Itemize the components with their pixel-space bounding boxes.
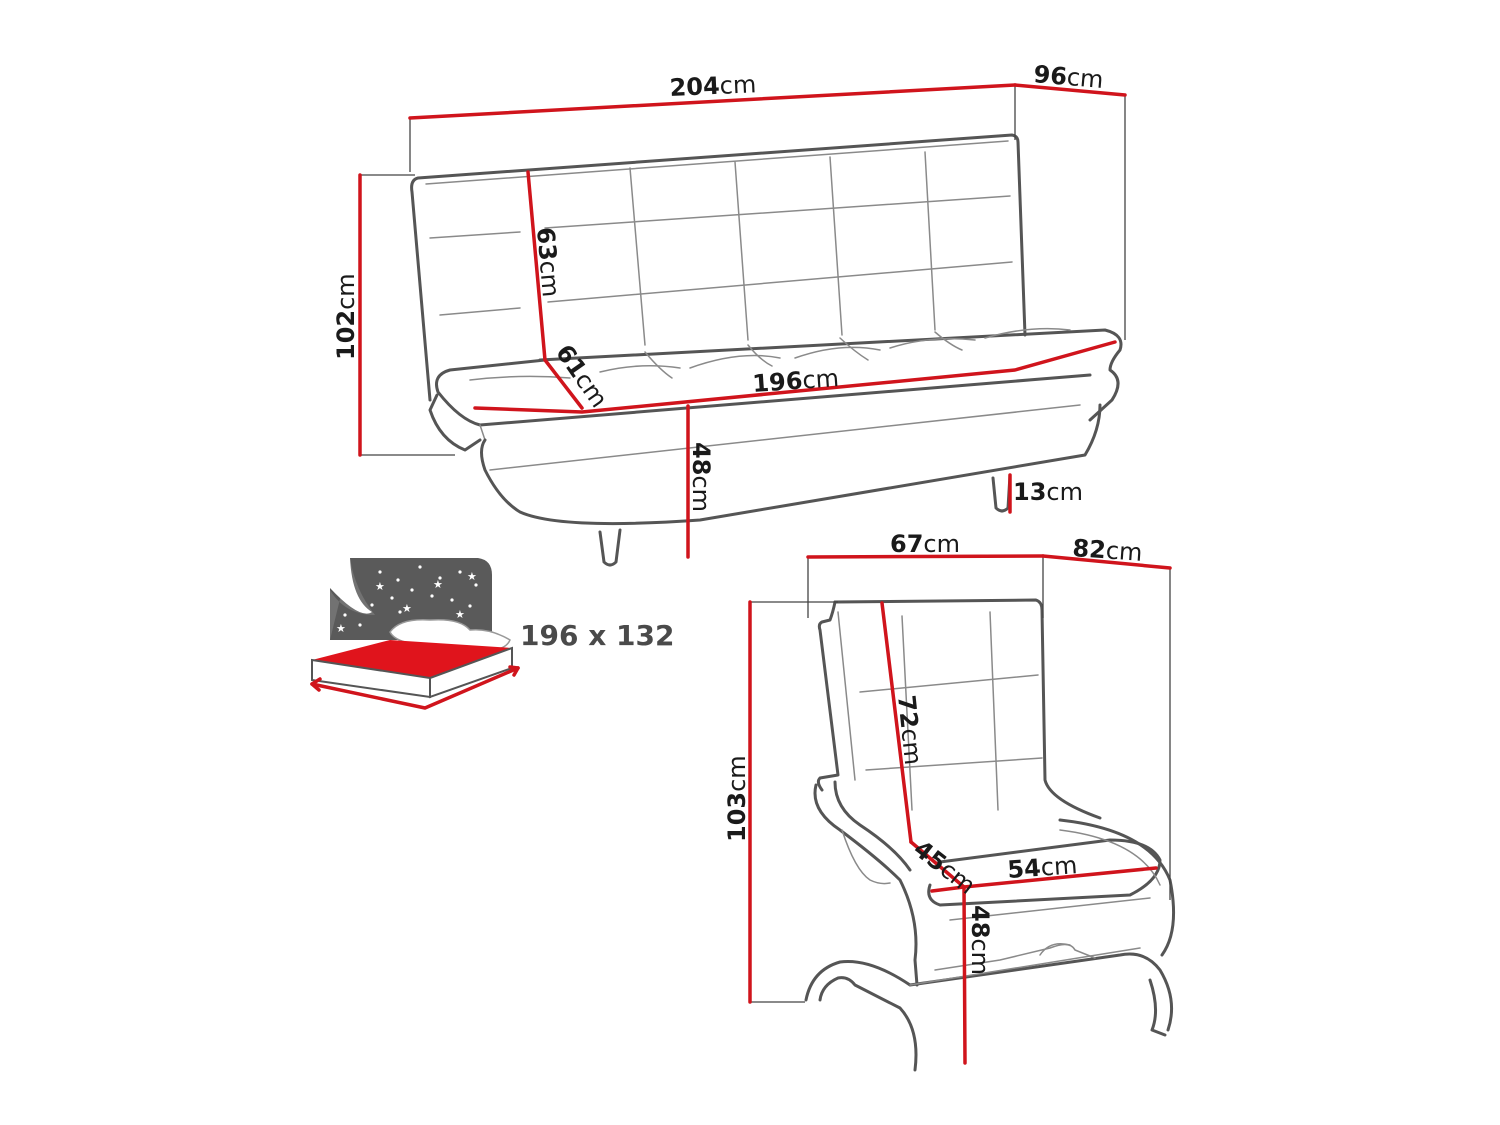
armchair-height-label: 103cm — [723, 755, 751, 842]
svg-text:★: ★ — [402, 602, 412, 615]
sofa-backrest-label: 63cm — [531, 226, 565, 298]
svg-text:★: ★ — [336, 622, 346, 635]
sofa-height-label: 102cm — [332, 273, 360, 360]
stars-icon: ★ ★ ★ ★ ★ ★ — [336, 565, 478, 635]
armchair-width-line — [806, 554, 1045, 559]
bed-icon: ★ ★ ★ ★ ★ ★ — [310, 558, 520, 710]
sofa-drawing — [410, 133, 1123, 567]
armchair-backrest-line — [880, 601, 913, 844]
armchair-seatwidth-label: 54cm — [1006, 851, 1078, 884]
sleeping-area-label: 196 x 132 — [520, 619, 674, 652]
sofa-seatdepth-line — [543, 358, 584, 410]
sofa-leg-label: 13cm — [1013, 478, 1083, 506]
sofa-depth-line — [1013, 83, 1127, 97]
armchair-guides — [750, 556, 1171, 1003]
sofa-seatwidth-line — [473, 340, 1117, 414]
armchair-depth-label: 82cm — [1072, 534, 1144, 567]
svg-text:★: ★ — [375, 580, 385, 593]
svg-text:★: ★ — [433, 578, 443, 591]
sofa-backrest-line — [526, 170, 547, 362]
armchair-backrest-label: 72cm — [892, 694, 927, 767]
sofa-width-line — [408, 83, 1017, 120]
armchair-seatheight-line — [962, 885, 967, 1065]
sofa-guides — [360, 86, 1126, 456]
sofa-seatwidth-label: 196cm — [751, 364, 839, 398]
armchair-drawing — [804, 598, 1176, 1072]
svg-text:★: ★ — [455, 608, 465, 621]
armchair-seatheight-label: 48cm — [966, 905, 994, 975]
svg-text:★: ★ — [467, 570, 477, 583]
armchair-dimension-lines — [748, 554, 1172, 1065]
armchair-labels: 67cm 82cm 103cm 72cm 45cm 54cm 48cm — [723, 530, 1143, 975]
sofa-depth-label: 96cm — [1032, 60, 1104, 94]
sofa-width-label: 204cm — [669, 70, 757, 102]
sofa-seatheight-label: 48cm — [687, 442, 715, 512]
armchair-depth-line — [1041, 554, 1172, 570]
armchair-seatdepth-line — [909, 840, 966, 889]
sofa-dimension-lines — [358, 83, 1127, 559]
armchair-width-label: 67cm — [890, 530, 960, 558]
